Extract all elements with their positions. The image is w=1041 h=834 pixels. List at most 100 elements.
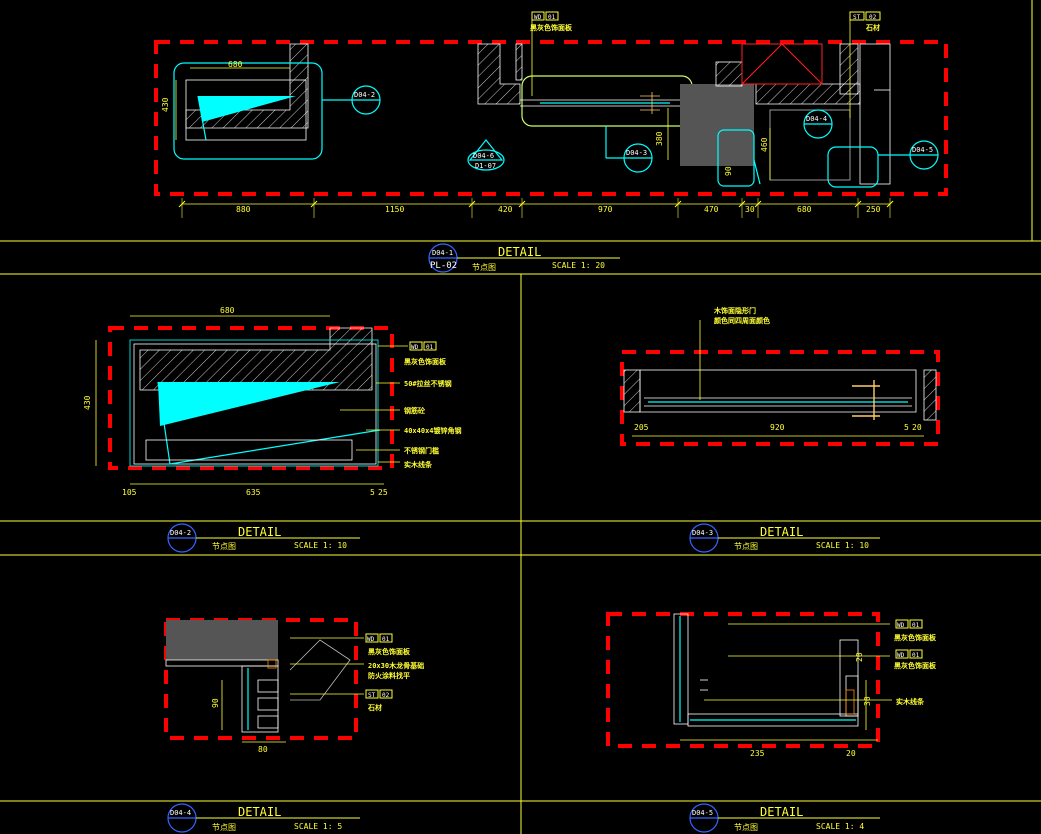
d04-3-title-bubble: D04-3 [692,529,713,537]
marker-ref-label: D04-6 [473,152,494,160]
top-dark-block [680,84,754,166]
d04-5-tag-1-code: WD [897,652,905,659]
d04-2-title-scale: SCALE 1: 10 [294,541,347,550]
top-title-word: DETAIL [498,245,541,259]
d04-2-bot-dim-3: 25 [378,488,388,497]
d04-2-width-dim: 680 [220,306,235,315]
d04-4-note-1: 防火涂料找平 [368,671,410,680]
top-block-callout [717,129,755,187]
top-dim-7: 250 [866,205,881,214]
d04-2-note-1: 钢筋砼 [404,406,426,415]
d04-3-title-scale: SCALE 1: 10 [816,541,869,550]
d04-2-tag-label: 黑灰色饰面板 [404,357,447,366]
d04-3-title-word: DETAIL [760,525,803,539]
d04-2-boundary [108,326,394,470]
d04-5-dim-3: 20 [855,652,864,662]
top-dim-90: 90 [724,166,733,176]
top-dim-6: 680 [797,205,812,214]
d04-2-tag-num: 01 [426,344,434,351]
top-tag-st-label: 石材 [865,23,880,32]
d04-2-title-bubble: D04-2 [170,529,191,537]
d04-5-dim-1: 20 [846,749,856,758]
top-dim-1: 1150 [385,205,404,214]
top-title-bubble-sheet: PL-02 [430,261,457,271]
d04-2-bot-dim-1: 635 [246,488,261,497]
d04-2-cyan-fill [158,382,340,426]
top-tag-wd-label: 黑灰色饰面板 [530,23,573,32]
d04-3-title-label: 节点图 [734,542,758,551]
top-title-label: 节点图 [472,263,496,272]
d04-5-tag-0-num: 01 [912,622,920,629]
top-dimension-chain: 880 1150 420 970 470 30 680 250 [178,198,894,218]
top-left-cyan-fill [198,96,296,122]
top-mid-callout-outline [521,75,693,127]
top-right-callout-a [827,146,879,188]
d04-4-title-bubble: D04-4 [170,809,191,817]
d04-5-title-scale: SCALE 1: 4 [816,822,864,831]
d04-2-note-0: 50#拉丝不锈钢 [404,379,452,388]
d04-5-dim-2: 30 [863,696,872,706]
top-tag-st-code: ST [853,14,861,21]
d04-3-boundary [620,350,940,446]
d04-3-dim-3: 20 [912,423,922,432]
d04-2-note-4: 实木线条 [404,460,433,469]
d04-4-title-block: D04-4 DETAIL 节点图 SCALE 1: 5 [167,803,360,833]
d04-4-tag-st-num: 02 [382,692,390,699]
top-title-scale: SCALE 1: 20 [552,261,605,270]
d04-5-title-word: DETAIL [760,805,803,819]
d04-2-wall-hatch [139,327,373,391]
d04-2-tag-code: WD [411,344,419,351]
top-detail-plan: 680 430 D04-2 D04-6 D1-07 [154,11,948,273]
d04-4-tag-wd-num: 01 [382,636,390,643]
top-boundary [154,40,948,196]
bubble-d04-3-label: D04-3 [626,149,647,157]
d04-2-note-2: 40x40x4镀锌角钢 [404,426,462,435]
d04-3-dim-1: 920 [770,423,785,432]
d04-5-tag-1-label: 黑灰色饰面板 [894,661,937,670]
top-dim-2: 420 [498,205,513,214]
d04-4-title-label: 节点图 [212,823,236,832]
d04-4-boundary [164,618,358,740]
d04-5-title-bubble: D04-5 [692,809,713,817]
bubble-d04-4-label: D04-4 [806,115,827,123]
panel-d04-5: 235 20 30 20 WD 01 黑灰色饰面板 WD 01 黑灰色饰面板 实… [606,612,937,833]
top-mid-wall-hatch [477,43,521,105]
top-dim-380: 380 [655,131,664,146]
d04-5-dim-0: 235 [750,749,765,758]
d04-2-height-dim: 430 [83,395,92,410]
top-dim-4: 470 [704,205,719,214]
top-left-width-dim: 680 [228,60,243,69]
d04-4-title-word: DETAIL [238,805,281,819]
d04-2-title-word: DETAIL [238,525,281,539]
d04-5-title-label: 节点图 [734,823,758,832]
top-title-bubble-ref: D04-1 [432,249,453,257]
d04-3-note-0: 木饰面隐形门 [713,306,756,315]
d04-2-note-3: 不锈钢门槛 [404,446,439,455]
d04-4-note-0: 20x30木龙骨基础 [368,661,424,670]
top-tag-st-num: 02 [869,14,877,21]
d04-5-tag-0-code: WD [897,622,905,629]
d04-2-bot-dim-2: 5 [370,488,375,497]
d04-5-tag-0-label: 黑灰色饰面板 [894,633,937,642]
panel-d04-3: 木饰面隐形门 颜色同四周面颜色 205 920 5 20 D04-3 DETAI… [620,306,940,553]
d04-4-tag-wd-code: WD [367,636,375,643]
top-left-callout-outline [173,62,323,160]
d04-4-tag-st-code: ST [368,692,376,699]
d04-4-tag-st-label: 石材 [367,703,382,712]
d04-3-dim-0: 205 [634,423,649,432]
top-title-block: D04-1 PL-02 DETAIL 节点图 SCALE 1: 20 [428,243,620,273]
d04-4-tag-wd-label: 黑灰色饰面板 [368,647,411,656]
d04-2-title-block: D04-2 DETAIL 节点图 SCALE 1: 10 [167,523,360,553]
d04-2-title-label: 节点图 [212,542,236,551]
d04-5-note-0: 实木线条 [896,697,925,706]
bubble-d04-5-label: D04-5 [912,146,933,154]
top-dim-5: 30 [745,205,755,214]
top-left-height-dim: 430 [161,97,170,112]
bubble-d04-2-label: D04-2 [354,91,375,99]
d04-3-title-block: D04-3 DETAIL 节点图 SCALE 1: 10 [689,523,880,553]
d04-4-dim-0: 90 [211,698,220,708]
d04-5-tag-1-num: 01 [912,652,920,659]
d04-5-title-block: D04-5 DETAIL 节点图 SCALE 1: 4 [689,803,880,833]
